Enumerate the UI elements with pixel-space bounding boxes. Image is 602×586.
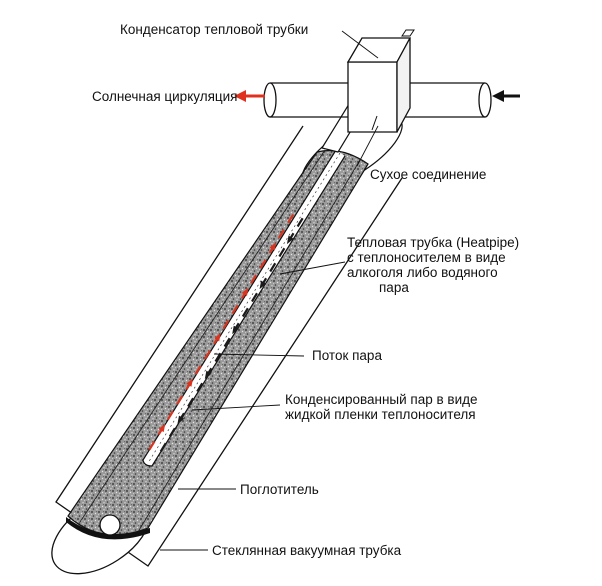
- outflow-arrow-icon: [234, 90, 265, 102]
- label-glass-tube: Стеклянная вакуумная трубка: [212, 543, 402, 558]
- condensate-arrow-segment: [223, 337, 231, 348]
- condensate-arrow-head: [232, 325, 239, 335]
- label-condensed-line2: жидкой пленки теплоносителя: [285, 407, 476, 422]
- label-heatpipe-line3: алкоголя либо водяного: [347, 265, 498, 280]
- leader-lines: [160, 30, 379, 551]
- condenser-block: [346, 29, 415, 133]
- condensate-arrow-segment: [241, 307, 249, 318]
- vapor-arrow-segment: [231, 304, 239, 315]
- condensate-arrow-segment: [278, 247, 286, 258]
- label-heatpipe-line1: Тепловая трубка (Heatpipe): [347, 235, 520, 250]
- vapor-arrow-head: [269, 242, 277, 251]
- vapor-arrow-segment: [250, 274, 258, 284]
- vapor-flow-arrows: [148, 213, 295, 451]
- condensate-arrows: [159, 217, 304, 453]
- vapor-arrow-segment: [203, 350, 211, 360]
- label-condensed-line1: Конденсированный пар в виде: [285, 392, 478, 407]
- condensate-arrow-segment: [214, 352, 222, 363]
- label-vapor-flow: Поток пара: [312, 348, 382, 363]
- condensate-arrow-head: [204, 370, 212, 380]
- vapor-arrow-segment: [176, 395, 184, 405]
- inflow-arrow-icon: [492, 90, 520, 102]
- vapor-arrow-segment: [166, 410, 174, 421]
- condensate-arrow-head: [259, 280, 267, 290]
- vapor-arrow-head: [186, 378, 194, 387]
- vapor-arrow-head: [214, 332, 221, 342]
- condensate-arrow-segment: [269, 262, 277, 273]
- vapor-arrow-segment: [259, 259, 267, 269]
- label-absorber: Поглотитель: [240, 482, 319, 497]
- vapor-arrow-segment: [194, 365, 202, 375]
- condensate-arrow-head: [286, 235, 294, 245]
- vapor-arrow-segment: [148, 440, 156, 451]
- condensate-arrow-segment: [296, 217, 304, 228]
- vapor-arrow-segment: [277, 229, 285, 239]
- condensate-arrow-segment: [168, 427, 176, 438]
- vapor-arrow-segment: [287, 213, 295, 224]
- manifold-pipe: [263, 82, 492, 118]
- condensate-arrow-segment: [187, 397, 195, 408]
- label-heatpipe: Тепловая трубка (Heatpipe) с теплоносите…: [347, 235, 519, 295]
- label-solar-circulation: Солнечная циркуляция: [92, 89, 238, 104]
- condensate-arrow-segment: [196, 382, 204, 393]
- condensate-arrow-head: [177, 415, 185, 425]
- tube-end: [66, 514, 150, 540]
- vapor-arrow-segment: [222, 319, 230, 330]
- vapor-arrow-head: [158, 423, 166, 433]
- label-heatpipe-line4: пара: [379, 280, 409, 295]
- label-dry-connection: Сухое соединение: [370, 167, 487, 182]
- label-heatpipe-line2: с теплоносителем в виде: [347, 250, 506, 265]
- condensate-arrow-segment: [251, 292, 258, 303]
- condensate-arrow-segment: [159, 442, 167, 453]
- label-condenser: Конденсатор тепловой трубки: [120, 22, 309, 37]
- vapor-arrow-head: [241, 287, 249, 296]
- label-condensed: Конденсированный пар в виде жидкой пленк…: [285, 392, 478, 422]
